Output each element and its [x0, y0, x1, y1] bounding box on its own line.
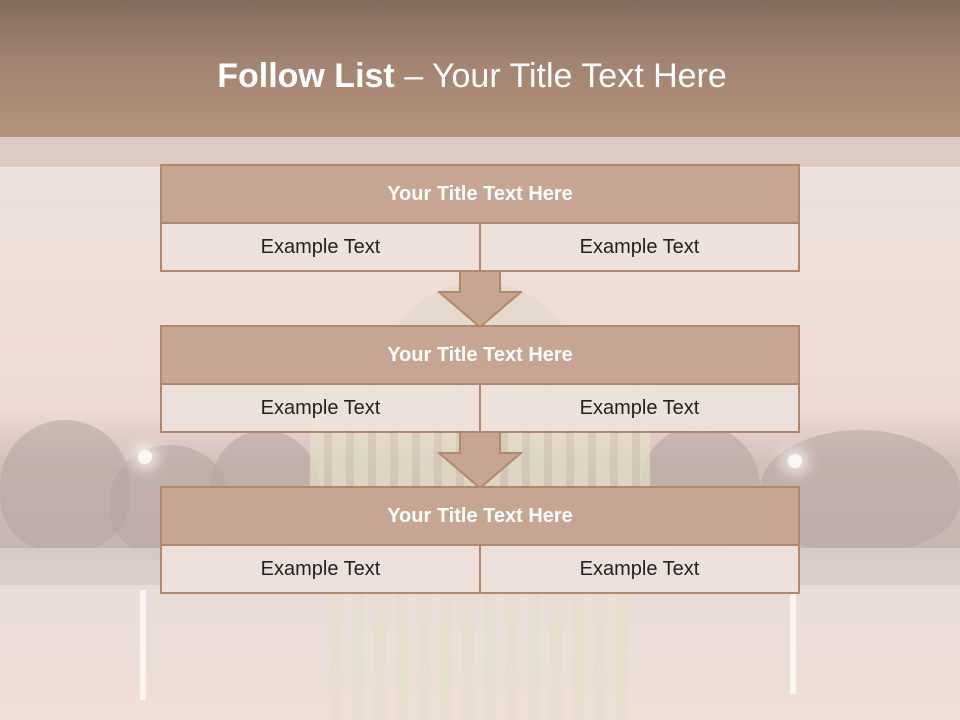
- light-reflection: [790, 594, 796, 694]
- slide-title-bold: Follow List: [217, 57, 395, 95]
- step-cell-right: Example Text: [479, 546, 798, 592]
- step-cell-left: Example Text: [260, 235, 381, 258]
- step-cell-right: Example Text: [479, 385, 798, 431]
- header-band: Follow List – Your Title Text Here: [0, 0, 960, 137]
- step-row: Example Text Example Text: [162, 385, 798, 431]
- tree: [0, 420, 130, 550]
- step-title: Your Title Text Here: [162, 327, 798, 385]
- step-box-3: Your Title Text Here Example Text Exampl…: [160, 486, 800, 594]
- down-arrow-icon: [438, 270, 522, 328]
- step-title: Your Title Text Here: [162, 166, 798, 224]
- slide-title-rest: – Your Title Text Here: [394, 57, 727, 95]
- step-row: Example Text Example Text: [162, 546, 798, 592]
- step-box-2: Your Title Text Here Example Text Exampl…: [160, 325, 800, 433]
- down-arrow-icon: [438, 431, 522, 489]
- water-reflection: [330, 588, 630, 720]
- step-cell-left: Example Text: [260, 396, 381, 419]
- light-reflection: [140, 590, 146, 700]
- step-row: Example Text Example Text: [162, 224, 798, 270]
- slide-title: Follow List – Your Title Text Here: [0, 56, 944, 96]
- step-title: Your Title Text Here: [162, 488, 798, 546]
- step-cell-right: Example Text: [479, 224, 798, 270]
- lamp-light: [788, 454, 802, 468]
- step-box-1: Your Title Text Here Example Text Exampl…: [160, 164, 800, 272]
- header-sub-band: [0, 137, 960, 167]
- lamp-light: [138, 450, 152, 464]
- step-cell-left: Example Text: [260, 557, 381, 580]
